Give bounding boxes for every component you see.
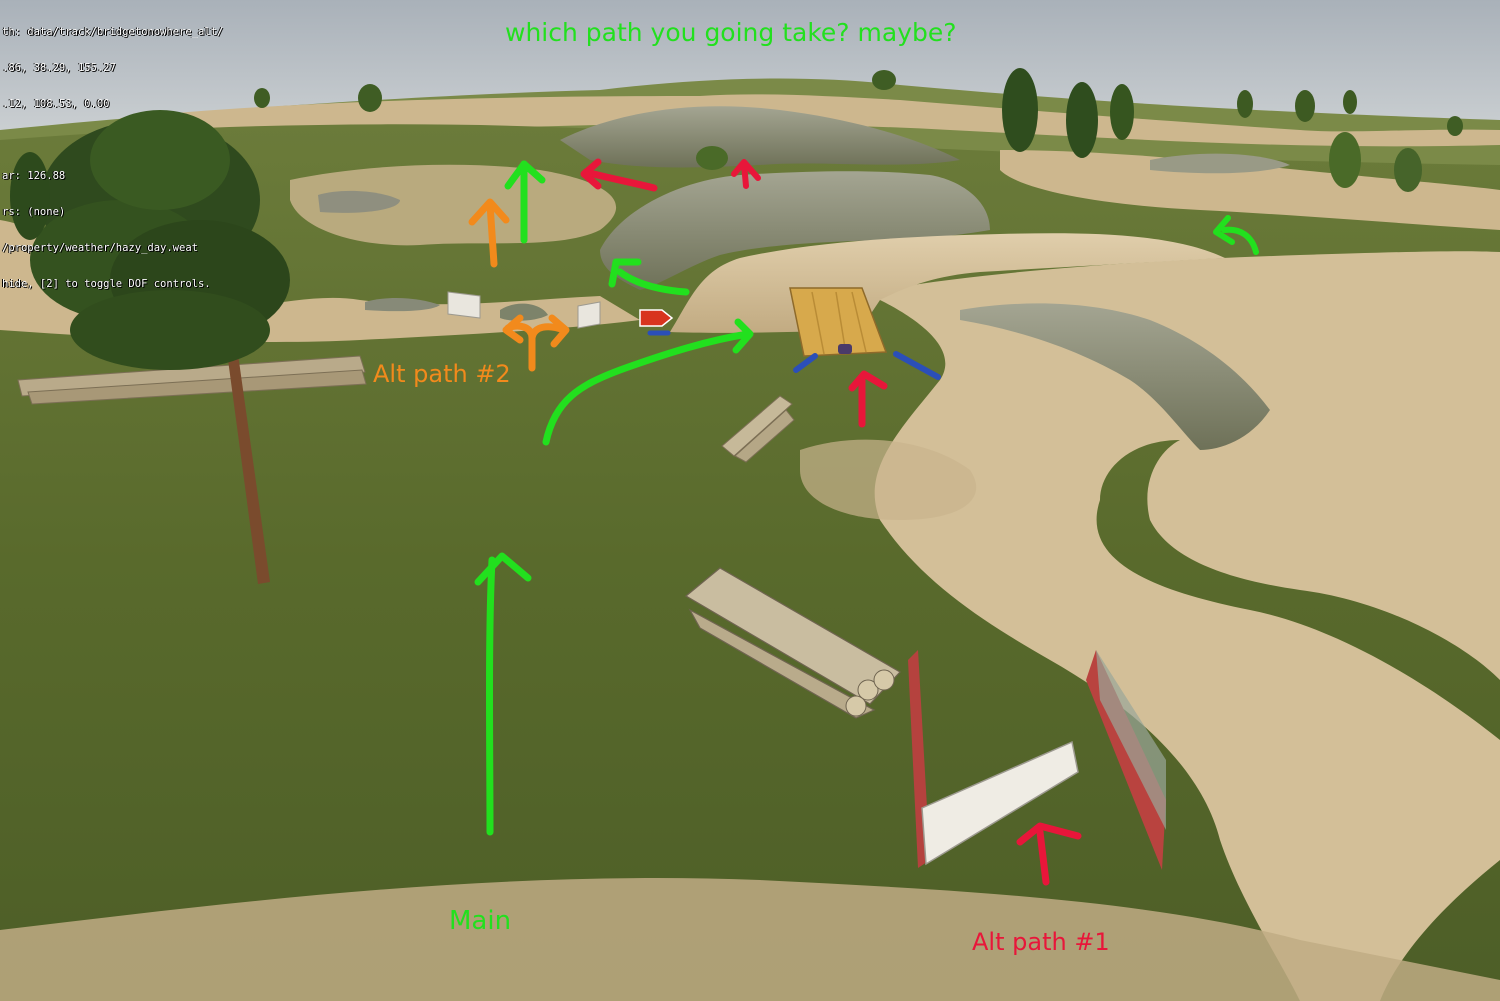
- blue-barrier-left: [793, 353, 818, 373]
- dirt-bottom: [0, 878, 1500, 1001]
- annotation-alt-path-2: Alt path #2: [373, 360, 511, 388]
- log-pile-center: [721, 395, 795, 463]
- rock-left: [318, 190, 400, 213]
- dirt-upper-mid: [290, 164, 617, 246]
- background-trees: [10, 68, 1463, 240]
- debug-line: /property/weather/hazy_day.weat: [2, 242, 198, 254]
- blue-barrier-right: [893, 351, 941, 380]
- arrow-orange-upper: [468, 198, 510, 268]
- white-barrier-panel: [921, 740, 1079, 866]
- rock-cliff-right: [960, 303, 1270, 450]
- dirt-far-right: [1000, 150, 1500, 230]
- log-pile-large: [684, 567, 901, 719]
- arrow-red-cliff-top: [731, 159, 761, 189]
- dirt-middle-patch: [800, 439, 977, 520]
- debug-line: .12, 108.53, 0.00: [2, 98, 110, 110]
- log-pile-left: [17, 355, 367, 405]
- arrow-red-upper-left: [580, 158, 658, 192]
- arrow-main-curve-to-ramp: [542, 318, 754, 446]
- debug-line: [2, 134, 302, 146]
- direction-sign: [639, 309, 674, 327]
- debug-line: th: data/track/bridgetonowhere_alt/: [2, 26, 224, 38]
- debug-line: ar: 126.88: [2, 170, 66, 182]
- kicker-stripe-2: [835, 291, 847, 355]
- debug-line: hide, [2] to toggle DOF controls.: [2, 278, 211, 290]
- annotation-main: Main: [449, 906, 512, 936]
- kicker-stripe-1: [811, 291, 825, 355]
- dirt-right-field: [874, 251, 1500, 1001]
- mesh-right: [1096, 650, 1166, 830]
- arrow-orange-split: [502, 314, 570, 372]
- rock-far-right: [1150, 153, 1290, 174]
- arrow-red-ramp: [848, 370, 888, 428]
- rock-small: [500, 303, 548, 321]
- arrow-green-left-of-cliff: [608, 258, 690, 296]
- kicker-stripe-3: [851, 291, 867, 353]
- debug-line: rs: (none): [2, 206, 66, 218]
- annotation-alt-path-1: Alt path #1: [972, 928, 1110, 956]
- rock-cliff-middle: [600, 171, 990, 290]
- rock-cliff-upper: [560, 106, 960, 168]
- annotation-headline: which path you going take? maybe?: [505, 18, 957, 47]
- vehicle: [838, 344, 852, 354]
- debug-line: .86, 38.29, 155.27: [2, 62, 116, 74]
- debug-console-overlay: th: data/track/bridgetonowhere_alt/ .86,…: [2, 2, 302, 302]
- rock-mid-left: [365, 298, 440, 312]
- white-panel-right: [577, 301, 601, 329]
- arrow-green-right: [1213, 215, 1259, 255]
- arrow-red-alt1: [1016, 822, 1082, 886]
- pine-tree: [30, 110, 290, 584]
- arrow-green-upper: [504, 160, 546, 244]
- white-panel-left: [447, 291, 481, 319]
- arrow-main-up: [474, 552, 532, 836]
